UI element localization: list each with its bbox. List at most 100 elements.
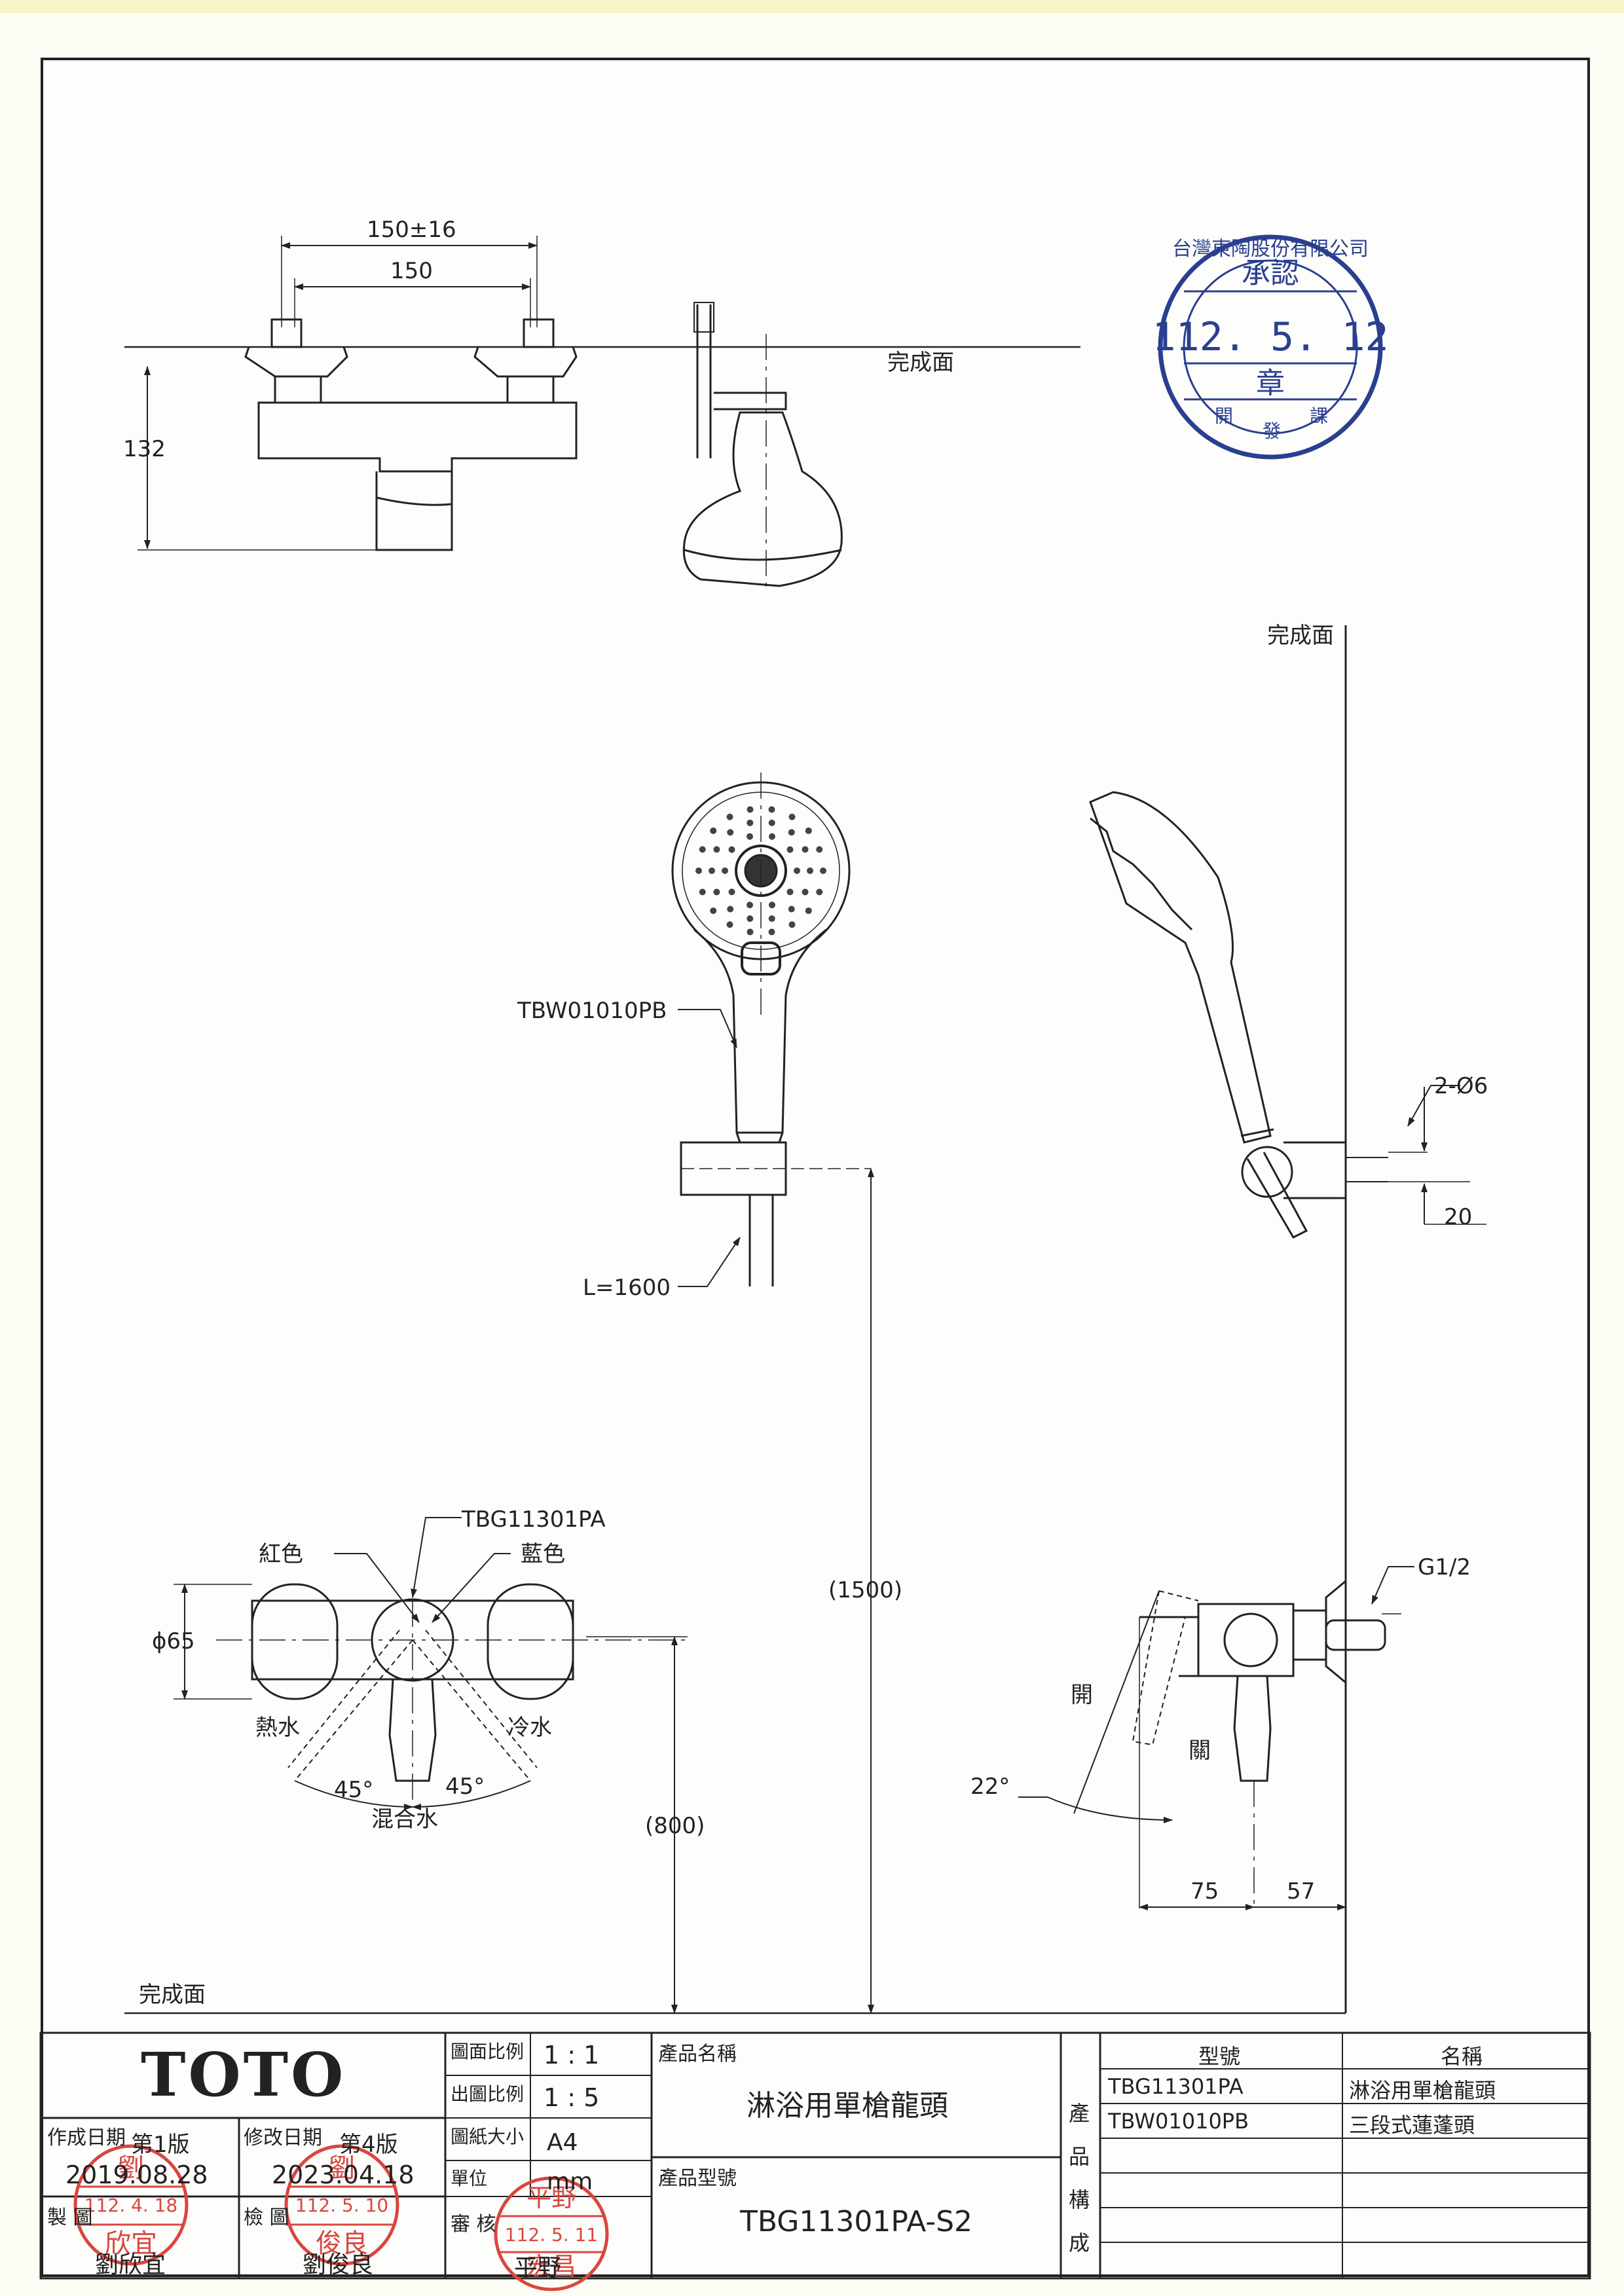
nozzle-hole [805, 907, 812, 915]
shower-front-view [671, 773, 871, 1286]
nozzle-hole [802, 846, 809, 853]
red-stamps [73, 2144, 609, 2291]
nozzle-hole [727, 905, 734, 913]
dim-150-tolerance: 150±16 [367, 217, 456, 243]
review-name: 平野 [514, 2255, 562, 2282]
nozzle-hole [768, 902, 775, 909]
finish-surface-label-top: 完成面 [887, 350, 954, 376]
product-model-label: 產品型號 [658, 2167, 737, 2190]
angle-45-left: 45° [334, 1777, 373, 1803]
stamp-dept-right: 課 [1310, 405, 1328, 427]
nozzle-hole [747, 806, 754, 813]
nozzle-hole [807, 867, 813, 874]
nozzle-hole [699, 888, 706, 896]
finish-surface-label-right: 完成面 [1267, 623, 1334, 649]
scale-label: 圖面比例 [451, 2041, 525, 2062]
nozzle-hole [709, 867, 715, 874]
dim-57: 57 [1287, 1878, 1315, 1904]
nozzle-hole [695, 867, 702, 874]
nozzle-hole [768, 819, 775, 826]
created-date-label: 作成日期 [47, 2126, 126, 2149]
title-block-grid [39, 2032, 1591, 2280]
dim-20: 20 [1444, 1204, 1472, 1230]
nozzle-hole [710, 907, 717, 915]
dim-132: 132 [123, 436, 166, 462]
checked-stamp-top: 劉 [329, 2153, 355, 2183]
stamp-dept-left: 開 [1215, 405, 1233, 427]
row-1-name: 淋浴用單槍龍頭 [1349, 2078, 1496, 2103]
drawn-by-name: 劉欣宜 [95, 2251, 166, 2278]
nozzle-hole [820, 867, 826, 874]
unit-value: mm [547, 2168, 593, 2195]
shower-nozzle-holes [695, 806, 826, 936]
scale-value: 1 : 1 [544, 2041, 600, 2069]
nozzle-hole [816, 846, 823, 853]
stamp-seal: 章 [1256, 367, 1285, 400]
nozzle-hole [710, 827, 717, 834]
product-model: TBG11301PA-S2 [740, 2205, 973, 2238]
review-stamp-top: 平野 [526, 2183, 576, 2212]
nozzle-hole [722, 867, 728, 874]
review-stamp-name: 宏昌 [526, 2252, 576, 2281]
nozzle-hole [747, 915, 754, 922]
nozzle-hole [794, 867, 800, 874]
paper-size-label: 圖紙大小 [451, 2126, 525, 2147]
stamp-approve: 承認 [1242, 257, 1299, 290]
row-2-name: 三段式蓮蓬頭 [1349, 2113, 1475, 2138]
nozzle-hole [802, 888, 809, 896]
drawn-stamp-name: 欣宜 [105, 2229, 157, 2259]
blue-label: 藍色 [521, 1541, 565, 1567]
print-scale-value: 1 : 5 [544, 2083, 600, 2112]
nozzle-hole [786, 846, 794, 853]
nozzle-hole [713, 888, 720, 896]
mixed-water-label: 混合水 [371, 1806, 438, 1832]
drawn-by-label: 製 圖 [47, 2206, 93, 2229]
print-scale-label: 出圖比例 [451, 2083, 525, 2105]
faucet-front-view [174, 1517, 688, 1810]
nozzle-hole [788, 905, 795, 913]
nozzle-hole [768, 928, 775, 936]
review-stamp-date: 112. 5. 11 [505, 2224, 599, 2246]
shower-model-label: TBW01010PB [517, 998, 667, 1024]
nozzle-hole [699, 846, 706, 853]
hose-length-label: L=1600 [583, 1275, 671, 1301]
drawn-stamp-date: 112. 4. 18 [84, 2195, 178, 2216]
nozzle-hole [788, 813, 796, 820]
product-name: 淋浴用單槍龍頭 [747, 2089, 948, 2123]
row-1-model: TBG11301PA [1108, 2074, 1244, 2099]
checked-by-name: 劉俊良 [303, 2251, 374, 2278]
nozzle-hole [747, 819, 754, 826]
edition-1: 第1版 [131, 2132, 190, 2158]
nozzle-hole [713, 846, 720, 853]
paper-size-value: A4 [547, 2129, 578, 2156]
dim-150: 150 [390, 258, 433, 284]
close-label: 關 [1189, 1738, 1211, 1764]
nozzle-hole [768, 806, 775, 813]
top-margin-band [0, 0, 1624, 13]
nozzle-hole [747, 833, 754, 840]
stamp-date: 112. 5. 12 [1152, 314, 1388, 360]
top-front-view [124, 236, 1080, 589]
edition-4: 第4版 [339, 2132, 398, 2158]
review-label: 審 核 [451, 2213, 496, 2236]
nozzle-hole [727, 829, 734, 836]
checked-by-label: 檢 圖 [244, 2206, 289, 2229]
faucet-side-view [1018, 1566, 1414, 1910]
checked-stamp-date: 112. 5. 10 [295, 2195, 389, 2216]
revised-date-label: 修改日期 [244, 2126, 322, 2149]
nozzle-hole [768, 915, 775, 922]
stamp-dept-mid: 發 [1263, 420, 1281, 442]
nozzle-hole [726, 921, 733, 928]
nozzle-hole [788, 829, 795, 836]
red-label: 紅色 [259, 1541, 303, 1567]
checked-stamp-name: 俊良 [316, 2229, 368, 2259]
nozzle-hole [786, 888, 794, 896]
nozzle-hole [747, 902, 754, 909]
unit-label: 單位 [451, 2168, 488, 2189]
dim-800: (800) [645, 1813, 705, 1839]
cold-water-label: 冷水 [507, 1715, 552, 1741]
approval-stamp [1158, 234, 1383, 460]
col-model-header: 型號 [1198, 2044, 1241, 2069]
toto-logo: TOTO [141, 2039, 346, 2110]
